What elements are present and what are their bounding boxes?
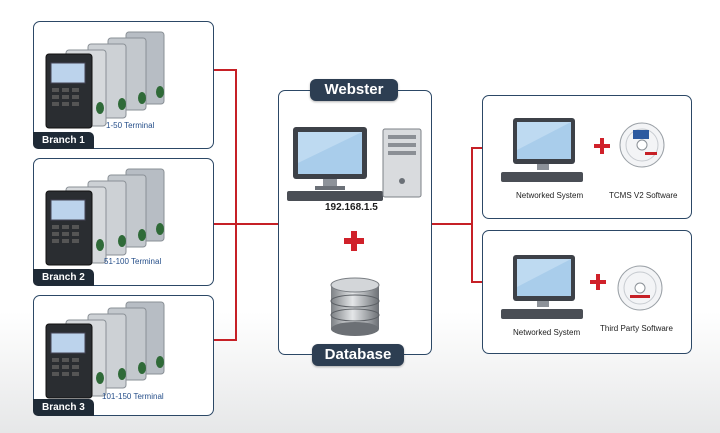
database-icon xyxy=(330,277,380,336)
plus-icon xyxy=(590,274,606,290)
server-ip-address: 192.168.1.5 xyxy=(325,202,378,213)
terminal-range-label: 1-50 Terminal xyxy=(106,121,155,130)
terminal-stack-icon xyxy=(45,31,165,129)
branch-tag: Branch 1 xyxy=(33,132,94,149)
software-cd-icon xyxy=(617,265,663,311)
server-box: 192.168.1.5 xyxy=(278,90,432,355)
terminal-stack-icon xyxy=(45,301,165,399)
plus-icon xyxy=(594,138,610,154)
desktop-monitor-icon xyxy=(501,118,583,182)
link-branch-1 xyxy=(214,69,237,224)
link-branch-3 xyxy=(214,224,237,341)
server-title: Webster xyxy=(310,79,398,101)
terminal-range-label: 101-150 Terminal xyxy=(102,392,164,401)
terminal-stack-icon xyxy=(45,168,165,266)
branch-3-box: 101-150 Terminal Branch 3 xyxy=(33,295,214,416)
branch-1-box: 1-50 Terminal Branch 1 xyxy=(33,21,214,149)
plus-icon xyxy=(344,231,364,251)
database-title: Database xyxy=(312,344,404,366)
software-cd-icon xyxy=(619,122,665,168)
branch-tag: Branch 3 xyxy=(33,399,94,416)
client-software-label: TCMS V2 Software xyxy=(609,191,678,200)
client-2-box: Networked System Third Party Software xyxy=(482,230,692,354)
branch-2-box: 51-100 Terminal Branch 2 xyxy=(33,158,214,286)
terminal-range-label: 51-100 Terminal xyxy=(104,257,162,266)
client-system-label: Networked System xyxy=(513,328,581,337)
branch-tag: Branch 2 xyxy=(33,269,94,286)
desktop-monitor-icon xyxy=(501,255,583,319)
desktop-computer-icon xyxy=(287,127,422,201)
client-1-box: Networked System TCMS V2 Software xyxy=(482,95,692,219)
client-system-label: Networked System xyxy=(516,191,584,200)
client-software-label: Third Party Software xyxy=(600,324,673,333)
